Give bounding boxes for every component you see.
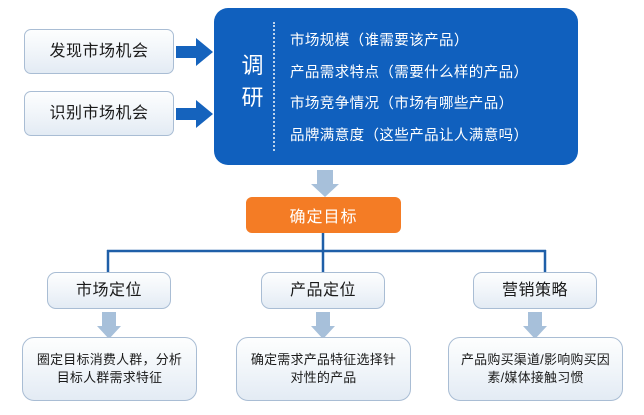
research-bullet-item: 品牌满意度（这些产品让人满意吗） bbox=[290, 127, 529, 144]
down-arrow-icon-branch-2 bbox=[310, 312, 336, 340]
source-box-discover[interactable]: 发现市场机会 bbox=[24, 29, 174, 74]
side-label-char-2: 研 bbox=[241, 84, 265, 110]
branch-title-label: 营销策略 bbox=[501, 281, 568, 299]
research-panel: 调 研 市场规模（谁需要该产品） 产品需求特点（需要什么样的产品） 市场竞争情况… bbox=[214, 8, 578, 165]
branch-title-label: 产品定位 bbox=[289, 281, 356, 299]
goal-box-label: 确定目标 bbox=[289, 209, 358, 226]
goal-box[interactable]: 确定目标 bbox=[246, 197, 401, 233]
source-box-identify[interactable]: 识别市场机会 bbox=[24, 91, 174, 136]
right-arrow-icon-discover bbox=[176, 37, 214, 67]
branch-title-label: 市场定位 bbox=[75, 281, 142, 299]
right-arrow-icon-identify bbox=[176, 99, 214, 129]
branch-detail-label: 产品购买渠道/影响购买因素/媒体接触习惯 bbox=[460, 352, 610, 385]
research-bullet-list: 市场规模（谁需要该产品） 产品需求特点（需要什么样的产品） 市场竞争情况（市场有… bbox=[290, 26, 568, 152]
down-arrow-icon-branch-1 bbox=[96, 312, 122, 340]
branch-detail-marketing-strategy[interactable]: 产品购买渠道/影响购买因素/媒体接触习惯 bbox=[448, 337, 623, 401]
down-arrow-icon-branch-3 bbox=[522, 312, 548, 340]
branch-title-product-positioning[interactable]: 产品定位 bbox=[261, 272, 385, 309]
branch-title-marketing-strategy[interactable]: 营销策略 bbox=[473, 272, 597, 309]
source-box-discover-label: 发现市场机会 bbox=[49, 42, 149, 60]
source-box-identify-label: 识别市场机会 bbox=[49, 104, 149, 122]
branch-detail-product-positioning[interactable]: 确定需求产品特征选择针对性的产品 bbox=[236, 337, 411, 401]
research-panel-side-label: 调 研 bbox=[232, 50, 274, 114]
research-bullet-item: 市场竞争情况（市场有哪些产品） bbox=[290, 96, 514, 112]
side-label-char-1: 调 bbox=[241, 53, 265, 78]
down-arrow-icon-to-goal bbox=[310, 170, 340, 198]
branch-detail-label: 圈定目标消费人群，分析目标人群需求特征 bbox=[36, 352, 183, 385]
research-bullet-item: 市场规模（谁需要该产品） bbox=[290, 33, 469, 49]
branch-detail-label: 确定需求产品特征选择针对性的产品 bbox=[250, 352, 397, 385]
branch-title-market-positioning[interactable]: 市场定位 bbox=[47, 272, 171, 309]
branch-detail-market-positioning[interactable]: 圈定目标消费人群，分析目标人群需求特征 bbox=[22, 337, 197, 401]
vertical-dotted-divider bbox=[273, 22, 275, 151]
research-bullet-item: 产品需求特点（需要什么样的产品） bbox=[290, 64, 529, 81]
